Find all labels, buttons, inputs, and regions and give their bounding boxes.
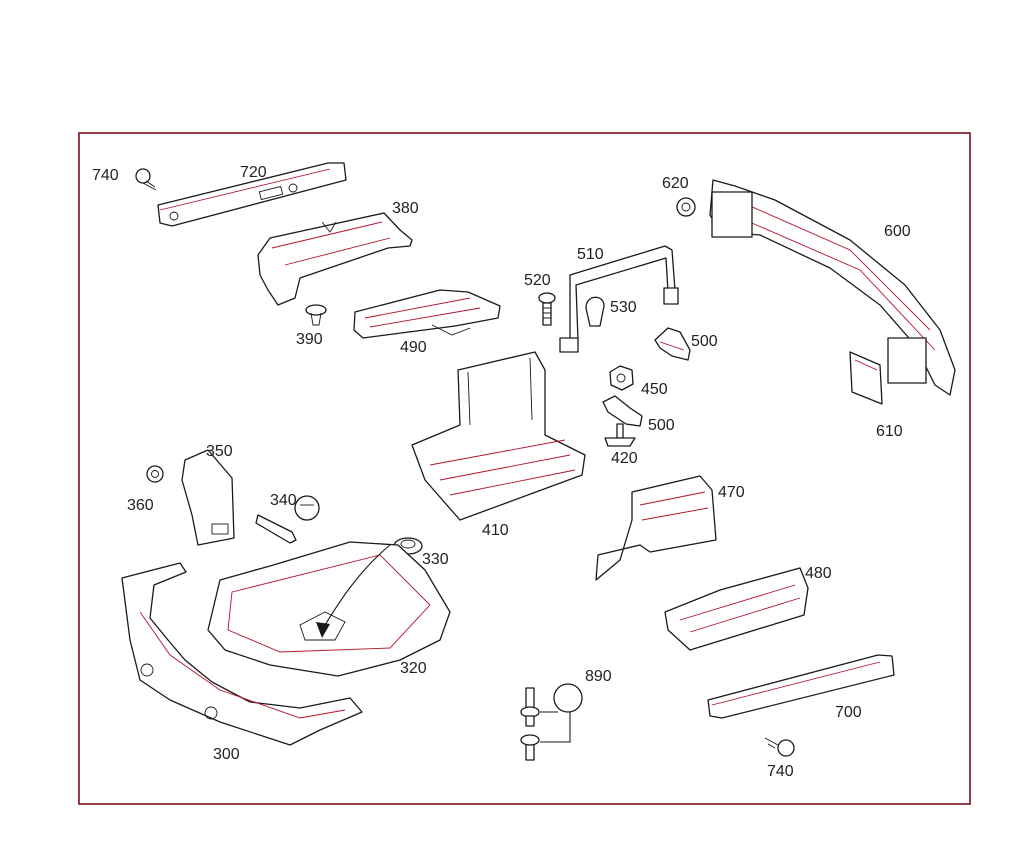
part-500-bracket-lower[interactable] (602, 395, 643, 427)
part-720-cross-member[interactable] (157, 162, 347, 227)
part-390-clip[interactable] (305, 304, 327, 326)
part-420-stud[interactable] (604, 423, 636, 447)
callout-420: 420 (611, 450, 638, 467)
part-610-plate[interactable] (849, 351, 883, 405)
callout-740-top: 740 (92, 167, 119, 184)
part-520-bolt[interactable] (538, 292, 556, 326)
callout-700: 700 (835, 704, 862, 721)
callout-390: 390 (296, 331, 323, 348)
part-480-panel[interactable] (664, 567, 809, 651)
callout-720: 720 (240, 164, 267, 181)
part-510-strap[interactable] (559, 245, 679, 353)
part-300-rear-panel[interactable] (121, 562, 363, 746)
part-500-bracket-upper[interactable] (654, 327, 691, 361)
part-410-tray[interactable] (411, 351, 586, 521)
part-530-clip[interactable] (585, 296, 605, 327)
part-360-nut[interactable] (146, 465, 164, 483)
callout-380: 380 (392, 200, 419, 217)
callout-500-lower: 500 (648, 417, 675, 434)
callout-520: 520 (524, 272, 551, 289)
callout-490: 490 (400, 339, 427, 356)
callout-300: 300 (213, 746, 240, 763)
callout-510: 510 (577, 246, 604, 263)
callout-740-bottom: 740 (767, 763, 794, 780)
part-890-bolt-set[interactable] (520, 683, 583, 761)
callout-620: 620 (662, 175, 689, 192)
part-620-nut[interactable] (676, 197, 696, 217)
part-340-tool[interactable] (255, 495, 320, 544)
callout-500-upper: 500 (691, 333, 718, 350)
callout-340: 340 (270, 492, 297, 509)
part-700-cross-member[interactable] (707, 654, 895, 719)
part-350-bracket[interactable] (181, 449, 235, 546)
callout-890: 890 (585, 668, 612, 685)
callout-470: 470 (718, 484, 745, 501)
part-740-screw-bottom[interactable] (764, 737, 795, 757)
callout-330: 330 (422, 551, 449, 568)
callout-410: 410 (482, 522, 509, 539)
part-450-nut[interactable] (609, 365, 634, 391)
part-740-screw-top[interactable] (135, 168, 157, 191)
callout-600: 600 (884, 223, 911, 240)
part-380-bracket[interactable] (257, 212, 413, 306)
part-600-bumper-beam[interactable] (709, 179, 956, 396)
part-320-wheel-well[interactable] (207, 541, 451, 677)
callout-450: 450 (641, 381, 668, 398)
diagram-frame (78, 132, 971, 805)
callout-610: 610 (876, 423, 903, 440)
callout-360: 360 (127, 497, 154, 514)
callout-530: 530 (610, 299, 637, 316)
callout-350: 350 (206, 443, 233, 460)
callout-320: 320 (400, 660, 427, 677)
part-470-bracket[interactable] (595, 475, 717, 581)
callout-480: 480 (805, 565, 832, 582)
part-490-panel[interactable] (353, 289, 501, 339)
